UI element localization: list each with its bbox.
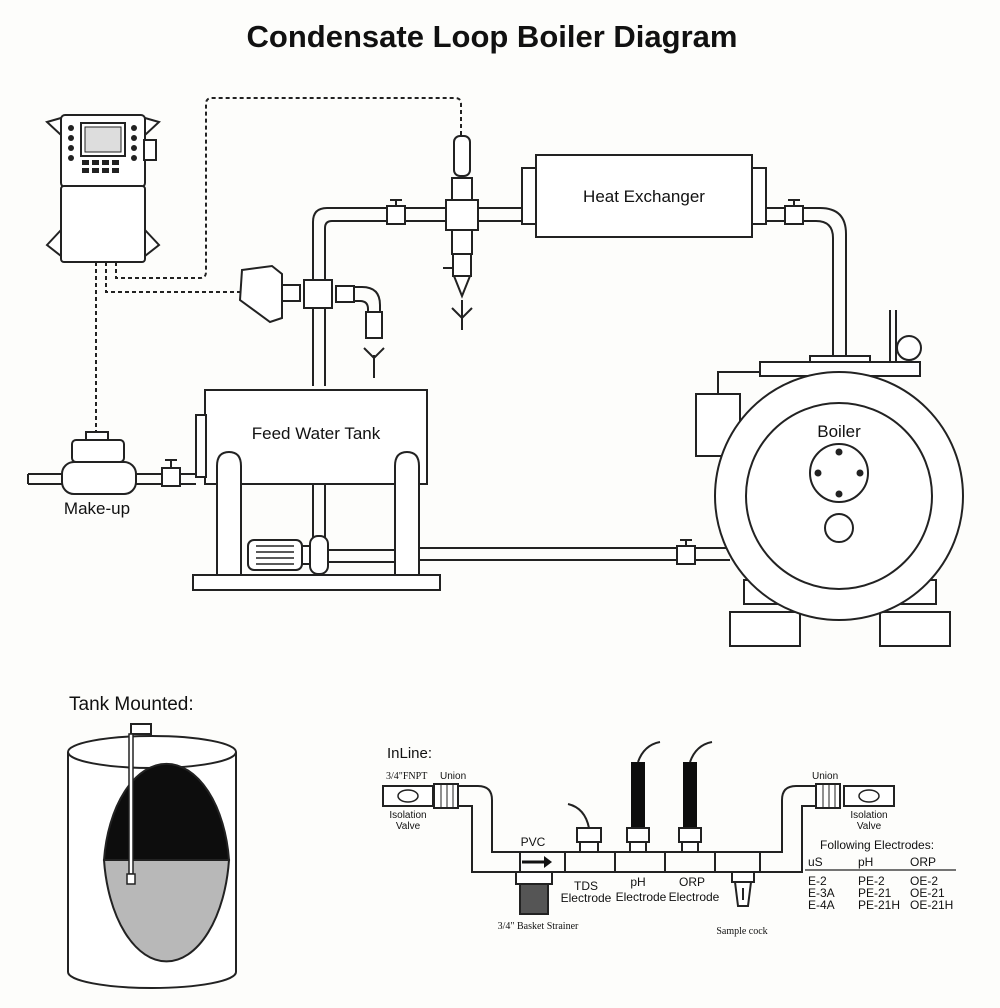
make-up-valve [161,467,181,487]
boiler-foot-right [879,611,951,647]
union-right-label: Union [812,771,838,782]
union-right [815,783,841,809]
tds-label-1: TDS [574,879,598,893]
signal-line-level [105,262,242,293]
orp-label-2: Electrode [669,890,720,904]
tank-empty-region [102,762,231,861]
sample-cock [731,871,755,883]
electrode-header-orp: ORP [910,855,936,869]
electrode-header-ph: pH [858,855,873,869]
inline-illustration: InLine: [382,741,895,915]
signal-line-sensor [115,97,462,279]
electrode-cell: E-3A [808,886,835,900]
orp-label-1: ORP [679,875,705,889]
inline-labels: 3/4"FNPT Union Union Isolation Valve Iso… [386,771,888,937]
ph-label-1: pH [630,875,645,889]
isolation-valve-right-label-1: Isolation [850,810,887,821]
electrode-cell: E-4A [808,898,835,912]
isolation-valve-left-label-2: Valve [396,821,421,832]
isolation-valve-right-label-2: Valve [857,821,882,832]
heat-exchanger: Heat Exchanger [521,154,767,238]
boiler-burner-port [809,443,869,503]
pump-motor [247,539,303,571]
feed-water-tank: Feed Water Tank [192,389,441,591]
tank-mounted-illustration: Tank Mounted: [67,694,237,989]
ph-electrode [631,762,645,828]
ph-label-2: Electrode [616,890,667,904]
electrode-cell: E-2 [808,874,827,888]
electrode-cell: PE-2 [858,874,885,888]
pvc-label: PVC [521,835,546,849]
level-assembly [238,264,385,378]
fnpt-label: 3/4"FNPT [386,771,427,782]
piping-top [312,135,847,386]
basket-strainer-cap [515,871,553,885]
tds-electrode [576,827,602,843]
tank-probe [128,733,134,875]
sensor-cross [445,199,479,231]
sample-valve [452,253,472,277]
basket-strainer [519,883,549,915]
make-up-meter [61,461,137,495]
tank-stand [192,574,441,591]
feed-pump [247,484,395,575]
boiler-foot-left [729,611,801,647]
diagram-title: Condensate Loop Boiler Diagram [247,19,738,54]
basket-strainer-label: 3/4" Basket Strainer [498,921,579,932]
make-up-assembly: Make-up [27,431,196,518]
feed-water-tank-label: Feed Water Tank [252,424,381,443]
tee-fitting [303,279,333,309]
level-controller [238,264,283,324]
electrode-cell: PE-21H [858,898,900,912]
sensor-probe [453,135,471,177]
tank-liquid-region [102,859,231,963]
isolation-valve-top [386,205,406,225]
electrode-cell: OE-2 [910,874,938,888]
electrode-cell: OE-21 [910,886,945,900]
sample-cock-label: Sample cock [716,926,767,937]
boiler-label: Boiler [817,422,861,441]
electrode-header-us: uS [808,855,823,869]
electrode-table: Following Electrodes: uS pH ORP E-2 PE-2… [805,838,956,912]
make-up-label: Make-up [64,499,130,518]
union-left [433,783,459,809]
inline-heading: InLine: [387,745,432,762]
isolation-valve-return [784,205,804,225]
controller-unit [45,114,161,263]
orp-electrode [683,762,697,828]
boiler-sight-port [824,513,854,543]
pressure-gauge [896,335,922,361]
boiler-feed-line [419,539,730,565]
tank-mounted-heading: Tank Mounted: [69,694,194,715]
electrode-cell: PE-21 [858,886,892,900]
electrode-table-caption: Following Electrodes: [820,838,934,852]
union-left-label: Union [440,771,466,782]
tds-label-2: Electrode [561,891,612,905]
electrode-cell: OE-21H [910,898,953,912]
heat-exchanger-label: Heat Exchanger [583,187,705,206]
boiler: Boiler [695,310,964,647]
isolation-valve-left-label-1: Isolation [389,810,426,821]
isolation-valve-feed [676,545,696,565]
sight-glass [195,414,207,478]
